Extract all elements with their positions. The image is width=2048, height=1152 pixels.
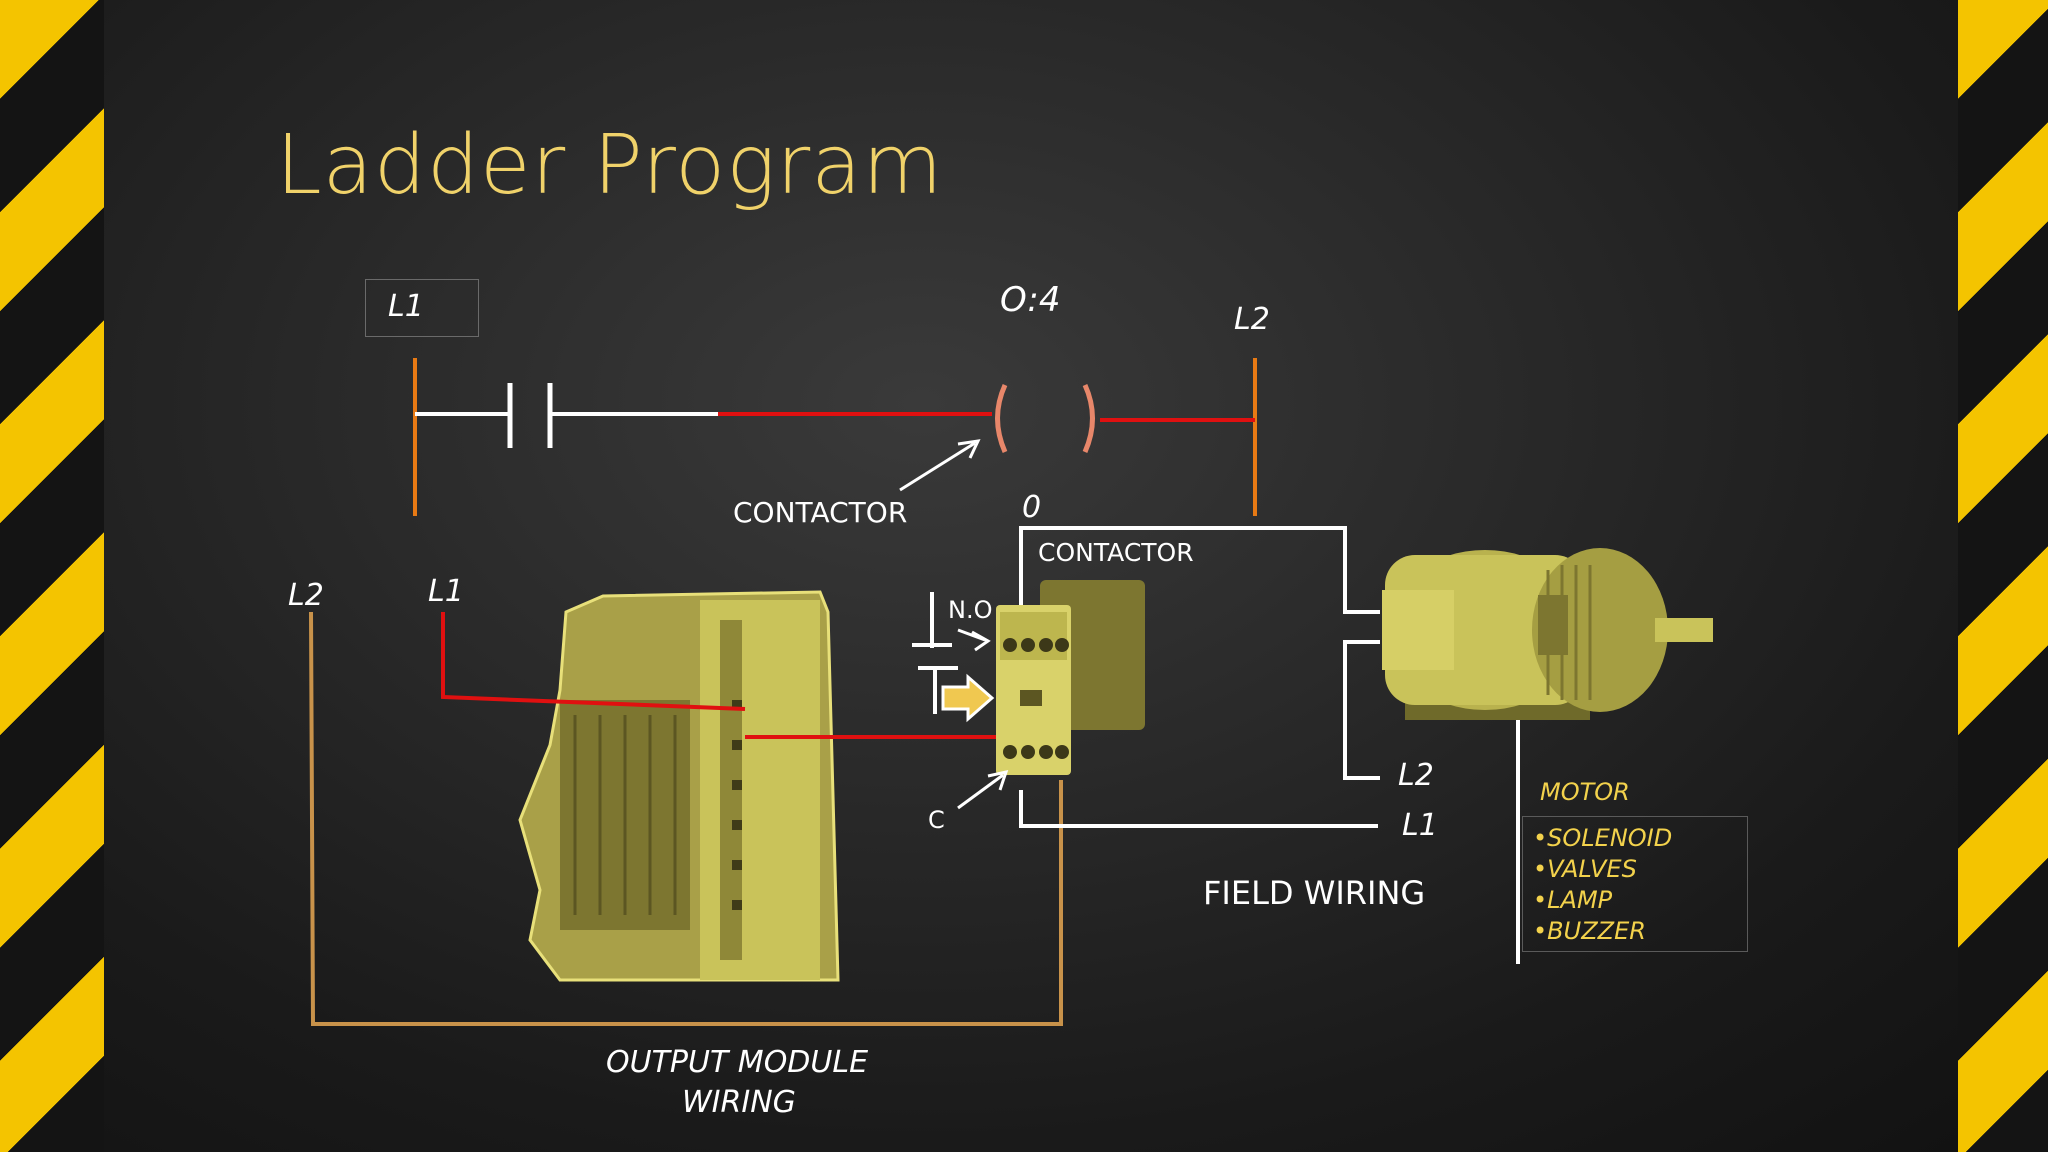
contactor-device: [996, 580, 1145, 775]
field-wire-l1: [1019, 790, 1378, 828]
plc-output-module: [518, 590, 840, 982]
coil-left-paren: [995, 383, 1008, 454]
c-pointer-arrow: [957, 773, 1004, 810]
hazard-stripe-left: [0, 0, 104, 1152]
output-module-loop-wire: [309, 611, 1063, 1026]
output-bit-label: 0: [1022, 490, 1042, 525]
field-l2-label: L2: [1398, 758, 1434, 793]
no-arrowhead: [971, 630, 991, 652]
contactor-pointer-arrowhead: [957, 439, 981, 459]
ladder-l2-label: L2: [1234, 302, 1270, 337]
ladder-l1-label: L1: [388, 289, 424, 324]
device-item: •BUZZER: [1533, 917, 1646, 945]
contactor-pointer-label: CONTACTOR: [733, 496, 908, 529]
device-list: •SOLENOID •VALVES •LAMP •BUZZER: [1522, 816, 1748, 952]
contactor-label: CONTACTOR: [1038, 538, 1194, 567]
no-label: N.O: [948, 596, 993, 624]
device-item: •SOLENOID: [1533, 824, 1673, 852]
motor-label: MOTOR: [1540, 778, 1630, 806]
action-arrow-icon: [941, 673, 995, 723]
output-module-caption-line1: OUTPUT MODULE: [606, 1045, 869, 1080]
device-item: •VALVES: [1533, 855, 1637, 883]
motor-image: [1382, 548, 1713, 720]
output-module-caption-line2: WIRING: [682, 1085, 796, 1120]
module-l2-label: L2: [288, 578, 324, 613]
output-wire-red-l1: [441, 612, 746, 711]
contactor-pointer-arrow: [899, 441, 976, 492]
coil-right-paren: [1082, 383, 1095, 454]
output-address-label: O:4: [1000, 280, 1061, 320]
field-l1-label: L1: [1402, 808, 1438, 843]
l1-label-box: [365, 279, 479, 337]
field-wiring-caption: FIELD WIRING: [1203, 874, 1426, 912]
hazard-stripe-right: [1958, 0, 2048, 1152]
c-label: C: [928, 806, 945, 834]
device-item: •LAMP: [1533, 886, 1613, 914]
c-pointer-arrowhead: [987, 769, 1009, 791]
field-wire-l2: [1343, 640, 1380, 780]
module-l1-label: L1: [428, 574, 464, 609]
slide-title: Ladder Program: [276, 118, 944, 213]
